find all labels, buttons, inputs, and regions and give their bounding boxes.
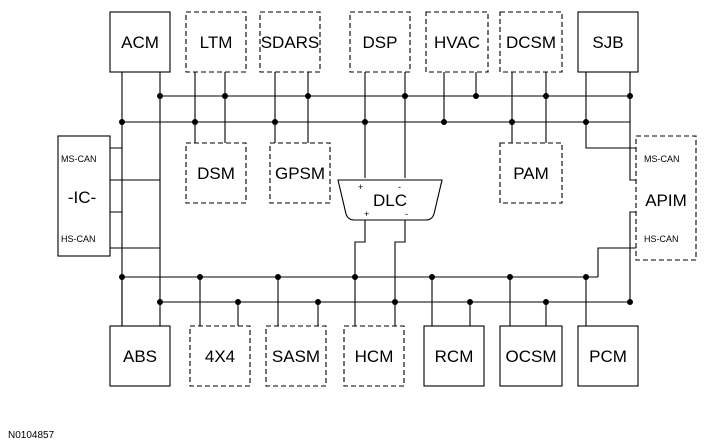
junction-dots <box>119 93 633 305</box>
apim-wiring <box>585 72 636 302</box>
module-rcm: RCM <box>423 325 485 387</box>
bottom-drops <box>121 277 587 326</box>
module-gpsm: GPSM <box>269 142 331 204</box>
module-ltm: LTM <box>185 11 247 73</box>
module-4x4: 4X4 <box>189 325 251 387</box>
module-dsm: DSM <box>185 142 247 204</box>
svg-text:DLC: DLC <box>373 191 407 210</box>
ms-can-bus <box>122 95 630 123</box>
module-apim: MS-CAN APIM HS-CAN <box>635 135 697 261</box>
module-hvac: HVAC <box>425 11 489 73</box>
dlc-pin-plus-top: + <box>358 182 363 192</box>
module-pam: PAM <box>499 142 563 204</box>
ic-wiring <box>102 72 161 326</box>
module-dlc: DLC + - + - <box>337 179 443 221</box>
apim-ms-can-label: MS-CAN <box>644 154 680 164</box>
module-sjb: SJB <box>577 11 639 73</box>
module-dcsm: DCSM <box>499 11 563 73</box>
apim-hs-can-label: HS-CAN <box>644 234 679 244</box>
module-pcm: PCM <box>577 325 639 387</box>
svg-text:DCSM: DCSM <box>506 33 556 52</box>
module-abs: ABS <box>109 325 171 387</box>
ic-ms-can-label: MS-CAN <box>61 154 97 164</box>
svg-text:4X4: 4X4 <box>205 347 235 366</box>
hs-can-bus <box>122 276 630 303</box>
svg-text:PCM: PCM <box>589 347 627 366</box>
svg-text:ACM: ACM <box>121 33 159 52</box>
svg-text:RCM: RCM <box>435 347 474 366</box>
dlc-wiring <box>354 220 406 326</box>
dlc-pin-plus-bottom: + <box>364 209 369 219</box>
module-ocsm: OCSM <box>499 325 563 387</box>
svg-text:SASM: SASM <box>272 347 320 366</box>
module-hcm: HCM <box>343 325 405 387</box>
svg-text:SDARS: SDARS <box>261 33 320 52</box>
svg-text:ABS: ABS <box>123 347 157 366</box>
svg-text:HCM: HCM <box>355 347 394 366</box>
svg-text:PAM: PAM <box>513 164 549 183</box>
svg-text:DSP: DSP <box>363 33 398 52</box>
dlc-pin-minus-bottom: - <box>405 209 408 219</box>
module-dsp: DSP <box>349 11 411 73</box>
module-acm: ACM <box>109 11 171 73</box>
svg-text:GPSM: GPSM <box>275 164 325 183</box>
module-sasm: SASM <box>265 325 327 387</box>
ic-hs-can-label: HS-CAN <box>61 234 96 244</box>
dlc-pin-minus-top: - <box>398 182 401 192</box>
svg-text:-IC-: -IC- <box>68 188 96 207</box>
svg-text:LTM: LTM <box>200 33 233 52</box>
top-drops <box>194 72 547 178</box>
svg-text:OCSM: OCSM <box>506 347 557 366</box>
svg-text:HVAC: HVAC <box>434 33 480 52</box>
svg-text:SJB: SJB <box>592 33 623 52</box>
svg-text:DSM: DSM <box>197 164 235 183</box>
module-ic: MS-CAN -IC- HS-CAN <box>57 135 111 257</box>
svg-text:APIM: APIM <box>645 191 687 210</box>
module-sdars: SDARS <box>259 11 321 73</box>
figure-id: N0104857 <box>8 430 55 441</box>
